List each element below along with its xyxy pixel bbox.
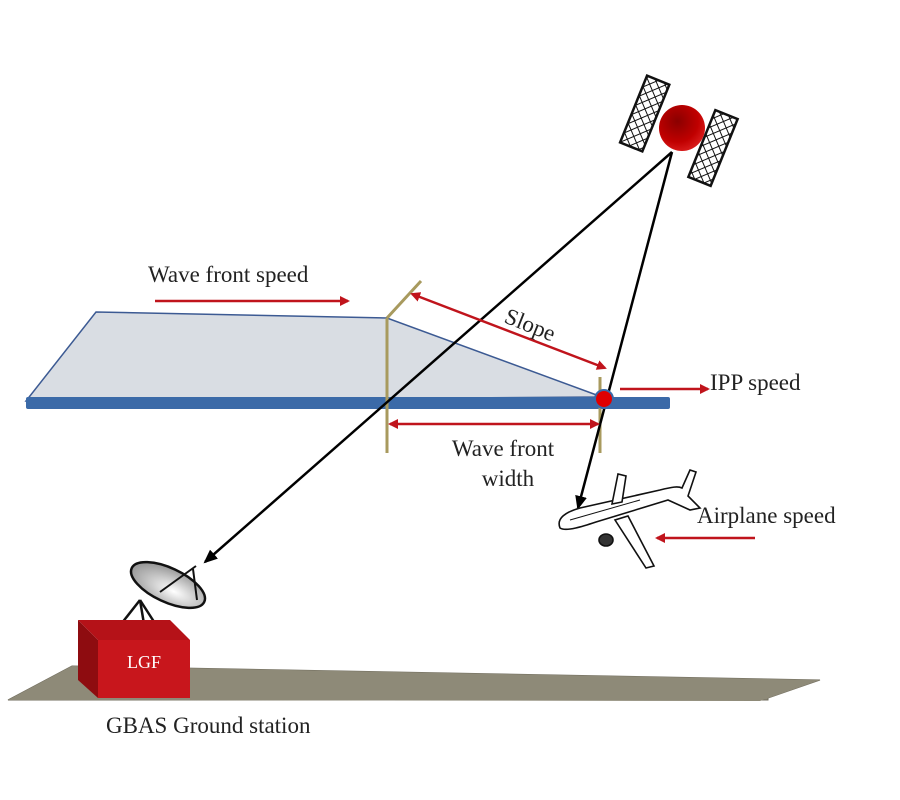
wave-front-width-label-line1: Wave front bbox=[452, 436, 555, 461]
airplane-speed-label: Airplane speed bbox=[697, 503, 836, 528]
signal-to-airplane bbox=[575, 151, 674, 510]
wave-front-width-label-line2: width bbox=[482, 466, 535, 491]
wave-front-speed-label: Wave front speed bbox=[148, 262, 309, 287]
ipp-speed-label: IPP speed bbox=[710, 370, 801, 395]
satellite-icon bbox=[618, 74, 740, 188]
slope-arrow bbox=[410, 292, 607, 370]
ionosphere-bar bbox=[26, 397, 670, 409]
airplane-icon bbox=[558, 469, 702, 569]
wave-front-slope-pole bbox=[385, 279, 423, 320]
ground-station-label: GBAS Ground station bbox=[106, 713, 311, 738]
satellite-dish-icon bbox=[117, 560, 207, 631]
lgf-label: LGF bbox=[127, 652, 161, 672]
ipp-marker bbox=[594, 389, 614, 409]
lgf-box-icon bbox=[78, 620, 190, 698]
